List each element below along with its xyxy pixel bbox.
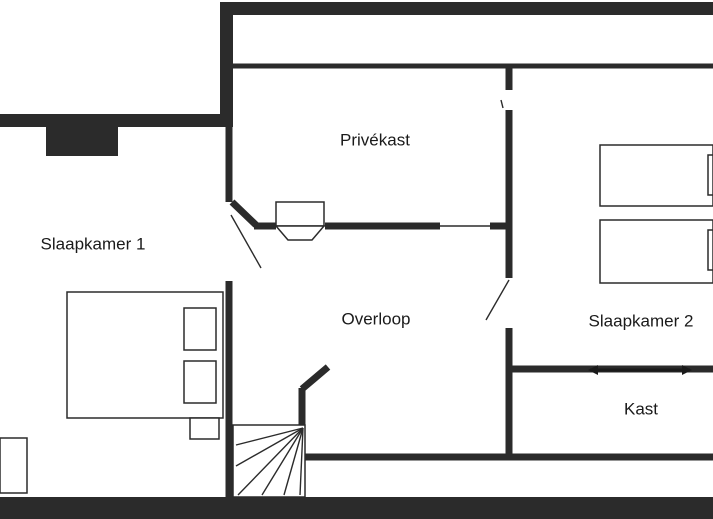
- room-label-slaapkamer-1: Slaapkamer 1: [41, 234, 146, 253]
- nightstand: [189, 417, 220, 440]
- window-unit: [274, 201, 326, 241]
- room-label-overloop: Overloop: [342, 309, 411, 328]
- room-label-privekast: Privékast: [340, 130, 410, 149]
- door-swings: [230, 99, 510, 321]
- single-bed-bottom: [599, 219, 713, 284]
- chimney-block: [46, 126, 118, 156]
- cabinet: [0, 437, 28, 494]
- room-label-slaapkamer-2: Slaapkamer 2: [589, 311, 694, 330]
- double-bed: [66, 291, 224, 419]
- staircase: [232, 424, 306, 498]
- room-label-kast: Kast: [624, 399, 658, 418]
- single-bed-top: [599, 144, 713, 207]
